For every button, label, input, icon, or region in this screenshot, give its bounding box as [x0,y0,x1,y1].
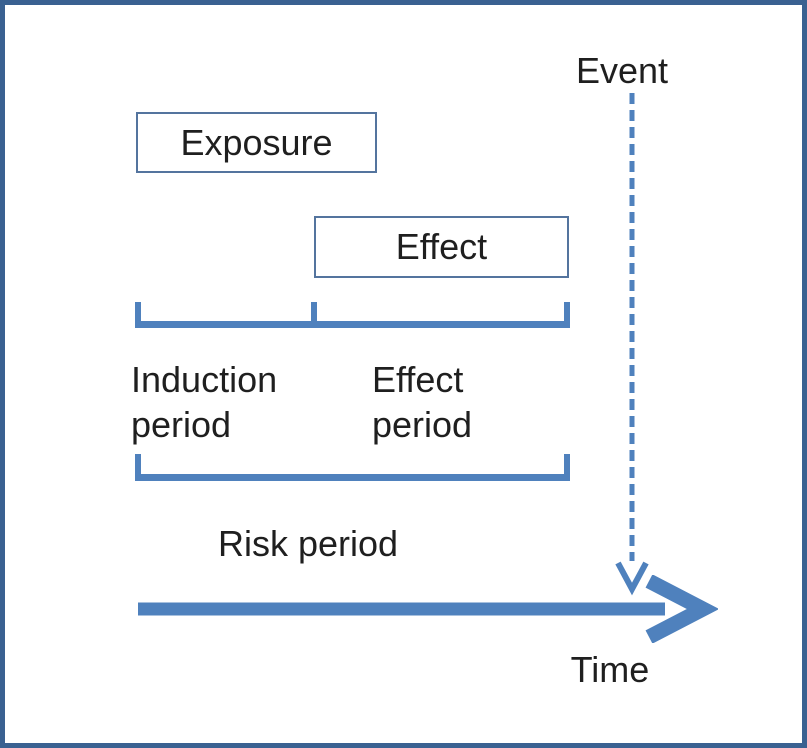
induction-effect-bracket [135,302,570,328]
bracket-tick [564,454,570,481]
bracket-bar [135,321,570,328]
exposure-box: Exposure [136,112,377,173]
exposure-box-label: Exposure [180,121,333,163]
risk-period-bracket [135,454,570,481]
bracket-tick [135,302,141,328]
bracket-tick [135,454,141,481]
right-arrow-icon [138,575,718,643]
bracket-tick [564,302,570,328]
event-label: Event [575,50,669,91]
bracket-bar [135,474,570,481]
bracket-tick [311,302,317,328]
effect-box: Effect [314,216,569,278]
dashed-down-arrow-icon [615,93,649,596]
risk-period-label: Risk period [218,523,399,564]
induction-period-label: Induction period [131,359,278,445]
effect-period-label: Effect period [372,359,473,445]
time-axis-label: Time [570,649,650,690]
effect-box-label: Effect [395,226,488,267]
